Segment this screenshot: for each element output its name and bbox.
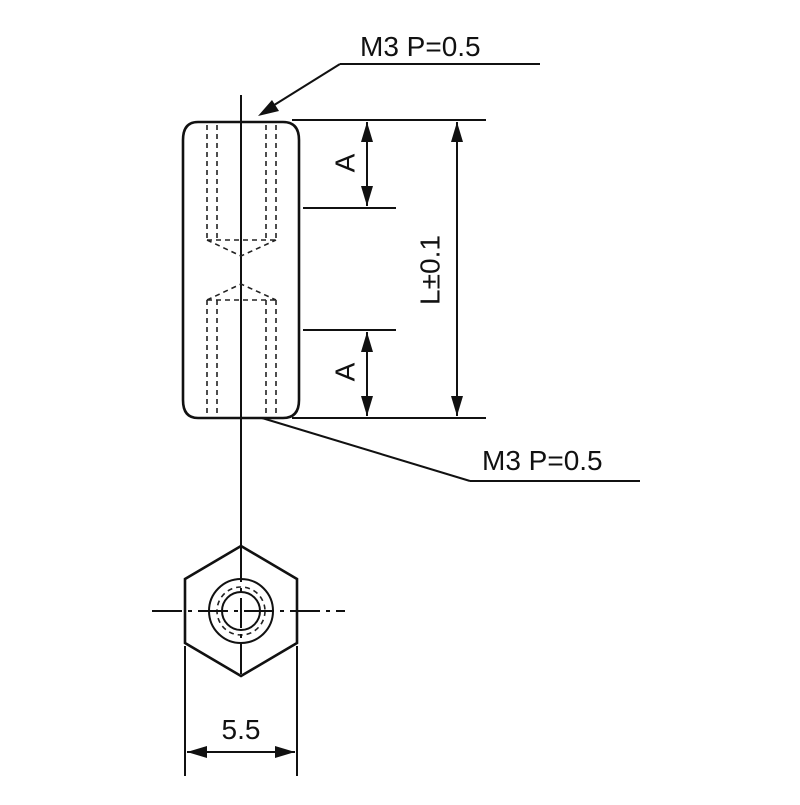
bottom-thread-callout: M3 P=0.5 <box>261 417 640 482</box>
extension-lines <box>292 119 486 419</box>
bottom-thread-hidden-lines <box>206 283 277 415</box>
top-thread-label: M3 P=0.5 <box>360 31 481 62</box>
bottom-thread-label: M3 P=0.5 <box>482 445 603 476</box>
dimension-length-label: L±0.1 <box>415 235 446 305</box>
dimension-length: L±0.1 <box>415 122 463 416</box>
dimension-a-top: A <box>330 122 373 206</box>
hex-end-view <box>152 544 345 680</box>
spacer-side-view <box>181 120 301 420</box>
top-thread-hidden-lines <box>206 125 277 257</box>
dimension-a-bottom-label: A <box>330 362 361 381</box>
dimension-a-top-label: A <box>330 153 361 172</box>
dimension-a-bottom: A <box>330 332 373 416</box>
dimension-hex-width: 5.5 <box>184 646 298 776</box>
top-thread-callout: M3 P=0.5 <box>258 31 540 116</box>
hex-width-label: 5.5 <box>222 714 261 745</box>
